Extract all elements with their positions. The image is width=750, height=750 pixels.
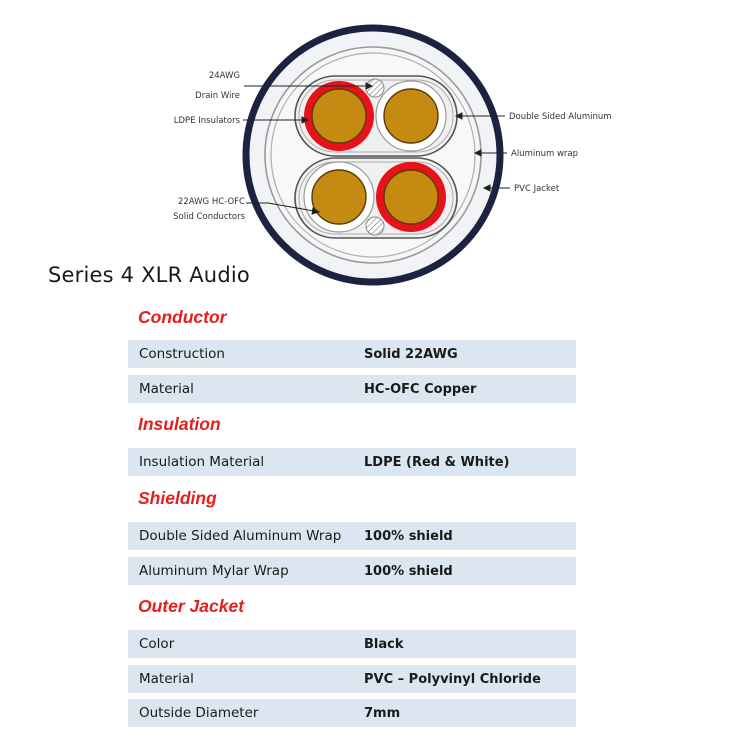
spec-label: Double Sided Aluminum Wrap (139, 528, 342, 544)
spec-label: Aluminum Mylar Wrap (139, 563, 289, 579)
spec-row-insulation-material: Insulation Material LDPE (Red & White) (128, 448, 576, 476)
section-heading-conductor: Conductor (138, 307, 227, 327)
callout-conductors: Solid Conductors (173, 212, 245, 222)
callout-conductors-awg: 22AWG HC-OFC (178, 197, 245, 207)
spec-row-outside-diameter: Outside Diameter 7mm (128, 699, 576, 727)
spec-label: Outside Diameter (139, 705, 259, 721)
spec-label: Construction (139, 346, 225, 362)
spec-row-conductor-material: Material HC-OFC Copper (128, 375, 576, 403)
section-heading-insulation: Insulation (138, 414, 221, 434)
spec-value: Solid 22AWG (364, 346, 458, 362)
section-heading-outer-jacket: Outer Jacket (138, 596, 245, 616)
spec-label: Color (139, 636, 175, 652)
callout-drain-wire-awg: 24AWG (209, 71, 240, 81)
section-heading-shielding: Shielding (138, 488, 217, 508)
spec-value: LDPE (Red & White) (364, 454, 510, 470)
conductor-copper-lower-right (383, 169, 439, 225)
callout-insulators: LDPE Insulators (174, 116, 241, 126)
spec-row-jacket-material: Material PVC – Polyvinyl Chloride (128, 665, 576, 693)
cable-cross-section-diagram: 24AWG Drain Wire LDPE Insulators 22AWG H… (173, 24, 612, 286)
spec-value: PVC – Polyvinyl Chloride (364, 671, 541, 687)
spec-label: Insulation Material (139, 454, 265, 470)
spec-row-double-sided-wrap: Double Sided Aluminum Wrap 100% shield (128, 522, 576, 550)
conductor-copper-lower-left (311, 169, 367, 225)
callout-drain-wire: Drain Wire (195, 91, 240, 101)
spec-label: Material (139, 381, 194, 397)
spec-value: HC-OFC Copper (364, 381, 477, 397)
conductor-copper-upper-left (311, 88, 367, 144)
page-title: Series 4 XLR Audio (48, 263, 250, 287)
callout-jacket: PVC Jacket (514, 184, 560, 194)
callout-shield: Double Sided Aluminum (509, 112, 612, 122)
drain-wire-bottom (365, 216, 385, 236)
spec-value: Black (364, 636, 404, 652)
spec-row-construction: Construction Solid 22AWG (128, 340, 576, 368)
spec-value: 7mm (364, 705, 401, 721)
spec-label: Material (139, 671, 194, 687)
spec-value: 100% shield (364, 528, 453, 544)
spec-value: 100% shield (364, 563, 453, 579)
callout-wrap: Aluminum wrap (511, 149, 578, 159)
spec-row-mylar-wrap: Aluminum Mylar Wrap 100% shield (128, 557, 576, 585)
conductor-copper-upper-right (383, 88, 439, 144)
spec-row-color: Color Black (128, 630, 576, 658)
